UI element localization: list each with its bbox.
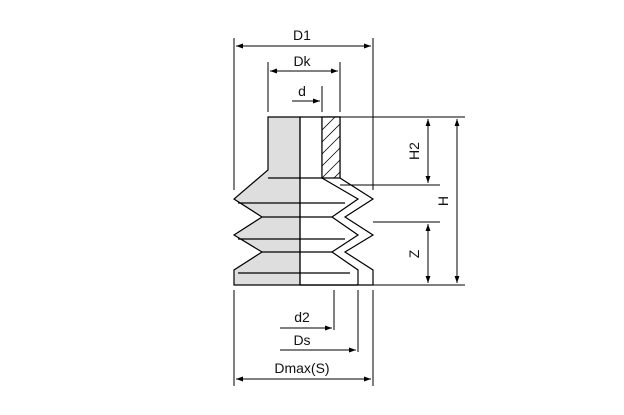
label-dmax: Dmax(S) (274, 360, 329, 376)
bellows-exterior-view (232, 116, 301, 286)
dimension-lines (236, 43, 460, 382)
label-dk: Dk (293, 53, 311, 69)
label-h2: H2 (406, 142, 422, 160)
label-d2: d2 (294, 309, 310, 325)
label-d1: D1 (293, 27, 311, 43)
label-z: Z (406, 249, 422, 258)
dimension-labels: D1 Dk d H2 H Z d2 Ds Dmax(S) (274, 27, 451, 376)
label-d: d (298, 83, 306, 99)
bellows-section-view (299, 116, 375, 286)
label-ds: Ds (293, 332, 310, 348)
extension-lines (233, 38, 465, 386)
label-h: H (435, 196, 451, 206)
